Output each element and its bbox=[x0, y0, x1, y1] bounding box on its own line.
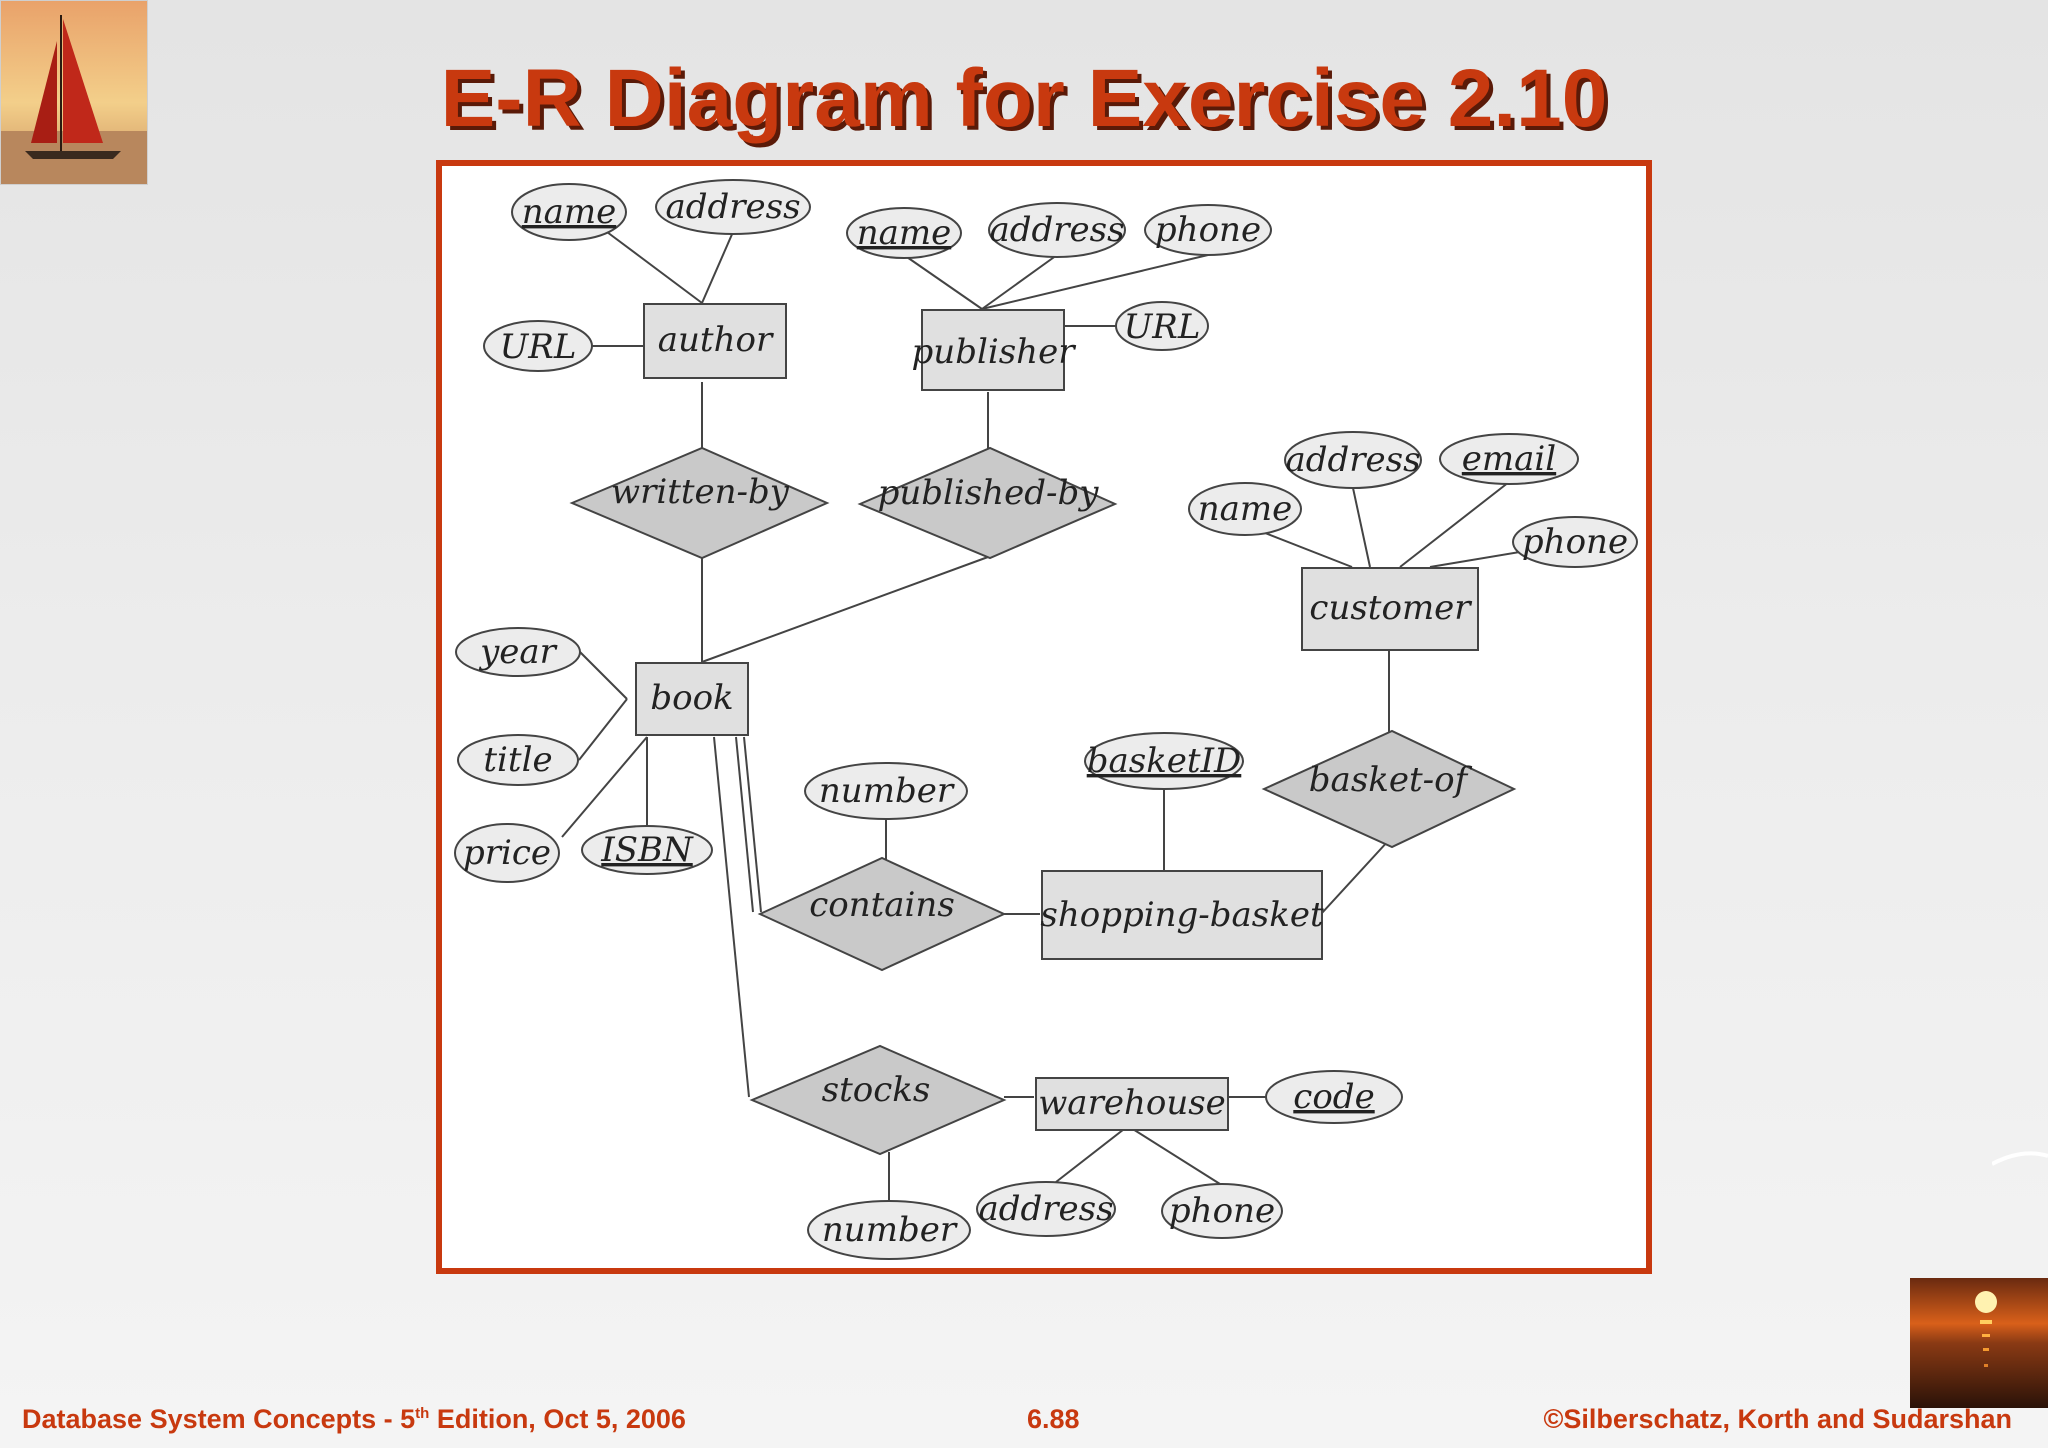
entity-author: author bbox=[643, 303, 787, 379]
edge-book-title bbox=[578, 698, 628, 761]
svg-text:address: address bbox=[978, 1189, 1113, 1229]
er-diagram-canvas: author publisher customer book shopping-… bbox=[454, 179, 1638, 1260]
attribute-customer-address: address bbox=[1284, 431, 1422, 489]
svg-text:phone: phone bbox=[1522, 522, 1628, 562]
edge-publishedby-book bbox=[701, 556, 989, 663]
svg-text:published-by: published-by bbox=[878, 473, 1100, 513]
edge-book-price bbox=[561, 736, 648, 838]
entity-warehouse: warehouse bbox=[1035, 1077, 1229, 1131]
svg-text:number: number bbox=[819, 771, 955, 811]
entity-customer: customer bbox=[1301, 567, 1479, 651]
attribute-contains-number: number bbox=[804, 762, 968, 820]
svg-text:address: address bbox=[665, 187, 800, 227]
edge-warehouse-phone bbox=[1127, 1125, 1221, 1185]
edge-author-address bbox=[701, 231, 734, 304]
svg-text:name: name bbox=[1198, 489, 1293, 529]
svg-text:name: name bbox=[857, 213, 952, 253]
edge-publisher-name bbox=[903, 254, 983, 310]
svg-text:author: author bbox=[658, 320, 774, 360]
svg-text:code: code bbox=[1293, 1077, 1374, 1117]
entity-publisher: publisher bbox=[912, 309, 1077, 391]
relationship-stocks: stocks bbox=[749, 1044, 1007, 1156]
attribute-book-isbn: ISBN bbox=[581, 825, 713, 875]
attribute-publisher-url: URL bbox=[1115, 301, 1209, 351]
footer-copyright: ©Silberschatz, Korth and Sudarshan bbox=[1543, 1404, 2012, 1434]
sailboat-logo bbox=[0, 0, 148, 185]
attribute-customer-email: email bbox=[1439, 433, 1579, 485]
svg-text:name: name bbox=[522, 192, 617, 232]
attribute-author-name: name bbox=[511, 183, 627, 241]
svg-text:book: book bbox=[650, 678, 733, 718]
svg-text:URL: URL bbox=[500, 327, 577, 367]
attribute-book-price: price bbox=[454, 823, 560, 883]
attribute-customer-name: name bbox=[1188, 482, 1302, 536]
attribute-stocks-number: number bbox=[807, 1200, 971, 1260]
svg-text:number: number bbox=[822, 1210, 958, 1250]
attribute-publisher-phone: phone bbox=[1144, 204, 1272, 256]
svg-text:basket-of: basket-of bbox=[1309, 760, 1473, 800]
slide-title: E-R Diagram for Exercise 2.10 bbox=[440, 53, 1608, 144]
edge-book-contains-1 bbox=[735, 736, 754, 913]
svg-text:year: year bbox=[478, 632, 558, 672]
edge-customer-email bbox=[1399, 481, 1510, 568]
svg-text:price: price bbox=[463, 833, 551, 873]
diagram-edges bbox=[561, 231, 1533, 1202]
svg-text:warehouse: warehouse bbox=[1038, 1083, 1226, 1123]
attribute-book-title: title bbox=[457, 734, 579, 786]
relationship-published-by: published-by bbox=[857, 446, 1118, 560]
edge-book-contains-2 bbox=[743, 736, 762, 913]
attribute-book-year: year bbox=[455, 627, 581, 677]
svg-text:publisher: publisher bbox=[912, 332, 1077, 372]
svg-text:stocks: stocks bbox=[822, 1070, 931, 1110]
edge-book-stocks bbox=[713, 736, 750, 1098]
er-diagram: author publisher customer book shopping-… bbox=[436, 160, 1652, 1274]
edge-basketof-basket bbox=[1321, 839, 1390, 914]
svg-text:customer: customer bbox=[1309, 588, 1472, 628]
svg-text:email: email bbox=[1462, 439, 1556, 479]
attribute-author-address: address bbox=[655, 179, 811, 235]
attribute-warehouse-address: address bbox=[976, 1181, 1116, 1237]
svg-text:shopping-basket: shopping-basket bbox=[1040, 895, 1324, 935]
attribute-customer-phone: phone bbox=[1512, 516, 1638, 568]
entity-shopping-basket: shopping-basket bbox=[1040, 870, 1324, 960]
svg-text:phone: phone bbox=[1155, 210, 1261, 250]
svg-text:title: title bbox=[483, 740, 552, 780]
attribute-warehouse-code: code bbox=[1265, 1070, 1403, 1124]
svg-text:basketID: basketID bbox=[1087, 741, 1242, 781]
edge-book-year bbox=[578, 650, 628, 700]
edge-author-name bbox=[606, 231, 703, 304]
svg-text:written-by: written-by bbox=[611, 472, 790, 512]
attribute-publisher-name: name bbox=[846, 207, 962, 259]
attribute-warehouse-phone: phone bbox=[1161, 1183, 1283, 1239]
edge-customer-address bbox=[1352, 487, 1371, 568]
relationship-basket-of: basket-of bbox=[1261, 729, 1517, 849]
svg-text:address: address bbox=[1285, 440, 1420, 480]
entity-book: book bbox=[635, 662, 749, 736]
attribute-basket-id: basketID bbox=[1084, 732, 1244, 790]
edge-publisher-phone bbox=[981, 254, 1209, 310]
relationship-written-by: written-by bbox=[569, 446, 830, 560]
attribute-author-url: URL bbox=[483, 320, 593, 372]
svg-text:phone: phone bbox=[1169, 1191, 1275, 1231]
footer-page-number: 6.88 bbox=[1027, 1404, 1080, 1434]
edge-customer-name bbox=[1259, 530, 1353, 568]
svg-text:address: address bbox=[989, 210, 1124, 250]
decorative-swoosh bbox=[1991, 1148, 2048, 1168]
attribute-publisher-address: address bbox=[988, 202, 1126, 258]
edge-publisher-address bbox=[981, 254, 1058, 310]
relationship-contains: contains bbox=[757, 856, 1007, 972]
svg-text:ISBN: ISBN bbox=[600, 830, 694, 870]
svg-text:contains: contains bbox=[809, 885, 955, 925]
footer-course-title: Database System Concepts - 5th Edition, … bbox=[22, 1404, 686, 1434]
svg-text:URL: URL bbox=[1124, 307, 1201, 347]
edge-customer-phone bbox=[1429, 549, 1533, 568]
edge-warehouse-address bbox=[1055, 1125, 1129, 1183]
sunset-logo bbox=[1910, 1278, 2048, 1408]
